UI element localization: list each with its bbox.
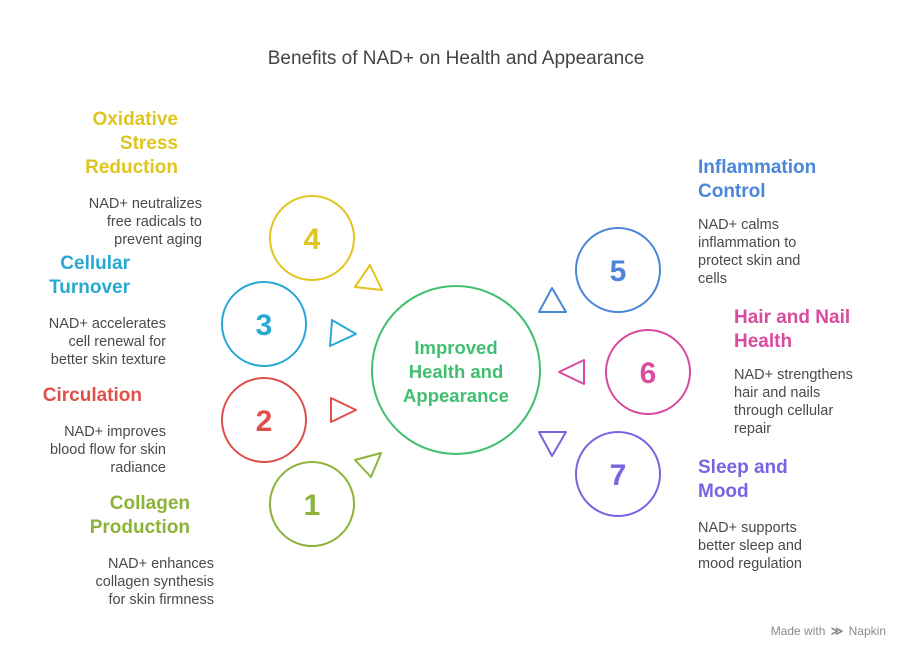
- diagram-title: Benefits of NAD+ on Health and Appearanc…: [267, 48, 645, 69]
- arrow-5: [538, 287, 567, 313]
- node-4: 4: [269, 195, 383, 291]
- node-number-5: 5: [610, 255, 627, 288]
- center-label-line-2: Health and: [408, 361, 504, 382]
- node-2-desc-line-1: NAD+ improves: [64, 424, 166, 440]
- node-circle-5: [575, 227, 661, 313]
- node-4-description: NAD+ neutralizes free radicals to preven…: [40, 195, 202, 249]
- node-6-desc-line-3: through cellular: [734, 403, 834, 419]
- node-circle-3: [221, 281, 307, 367]
- node-4-heading-line-3: Reduction: [85, 157, 178, 178]
- node-number-7: 7: [610, 459, 627, 492]
- node-5-desc-line-2: inflammation to: [698, 235, 797, 251]
- node-3-heading-line-2: Turnover: [49, 277, 130, 298]
- arrow-1: [354, 452, 382, 478]
- center-label-line-1: Improved: [414, 337, 498, 358]
- node-4-heading-line-1: Oxidative: [92, 109, 178, 130]
- node-number-3: 3: [256, 309, 273, 342]
- node-2-desc-line-2: blood flow for skin: [49, 442, 166, 458]
- node-7-heading-line-2: Mood: [698, 481, 749, 502]
- node-2-description: NAD+ improves blood flow for skin radian…: [20, 423, 166, 477]
- center-label: Improved Health and Appearance: [386, 336, 526, 408]
- node-6-heading: Hair and Nail Health: [734, 306, 894, 354]
- node-6-desc-line-2: hair and nails: [734, 385, 821, 401]
- node-1-description: NAD+ enhances collagen synthesis for ski…: [40, 555, 215, 609]
- node-6-description: NAD+ strengthens hair and nails through …: [734, 366, 894, 438]
- node-5-desc-line-3: protect skin and: [698, 253, 801, 269]
- arrow-3: [329, 319, 357, 347]
- node-5-description: NAD+ calms inflammation to protect skin …: [698, 216, 878, 288]
- node-number-1: 1: [304, 489, 321, 522]
- napkin-brand-label: Napkin: [848, 624, 886, 638]
- node-5-desc-line-4: cells: [698, 271, 728, 287]
- node-number-2: 2: [256, 405, 273, 438]
- node-circle-1: [269, 461, 355, 547]
- node-4-desc-line-1: NAD+ neutralizes: [88, 196, 202, 212]
- node-2: 2: [221, 377, 357, 463]
- node-number-6: 6: [640, 357, 657, 390]
- node-5-heading: Inflammation Control: [698, 156, 878, 204]
- node-5-heading-line-2: Control: [698, 181, 766, 202]
- node-1: 1: [269, 452, 382, 547]
- node-circle-2: [221, 377, 307, 463]
- node-6-heading-line-1: Hair and Nail: [734, 307, 851, 328]
- napkin-logo-icon: ≫: [830, 624, 844, 638]
- node-1-desc-line-3: for skin firmness: [108, 592, 214, 608]
- node-circle-7: [575, 431, 661, 517]
- node-circle-6: [605, 329, 691, 415]
- node-number-4: 4: [304, 223, 321, 256]
- node-7-heading-line-1: Sleep and: [698, 457, 788, 478]
- node-6: 6: [558, 329, 691, 415]
- node-3-desc-line-3: better skin texture: [50, 352, 166, 368]
- node-4-desc-line-3: prevent aging: [114, 232, 202, 248]
- node-7-heading: Sleep and Mood: [698, 456, 878, 504]
- node-1-desc-line-2: collagen synthesis: [95, 574, 215, 590]
- node-2-heading-line-1: Circulation: [42, 385, 142, 406]
- node-5-heading-line-1: Inflammation: [698, 157, 817, 178]
- node-3-desc-line-2: cell renewal for: [68, 334, 166, 350]
- node-6-heading-line-2: Health: [734, 331, 793, 352]
- arrow-6: [558, 359, 585, 385]
- node-6-desc-line-1: NAD+ strengthens: [734, 367, 853, 383]
- node-1-heading-line-1: Collagen: [109, 493, 190, 514]
- node-1-desc-line-1: NAD+ enhances: [108, 556, 214, 572]
- node-7-desc-line-3: mood regulation: [698, 556, 802, 572]
- napkin-attribution[interactable]: Made with ≫ Napkin: [771, 624, 886, 638]
- arrow-4: [354, 264, 383, 291]
- made-with-label: Made with: [770, 624, 826, 638]
- node-1-heading: Collagen Production: [40, 492, 190, 540]
- arrow-7: [538, 431, 567, 457]
- center-circle: [371, 285, 541, 455]
- node-3-heading-line-1: Cellular: [60, 253, 130, 274]
- node-5-desc-line-1: NAD+ calms: [698, 217, 779, 233]
- node-circle-4: [269, 195, 355, 281]
- node-6-desc-line-4: repair: [734, 421, 772, 437]
- node-3-description: NAD+ accelerates cell renewal for better…: [20, 315, 166, 369]
- node-7: 7: [538, 431, 661, 517]
- node-1-heading-line-2: Production: [89, 517, 190, 538]
- arrow-2: [330, 397, 357, 423]
- node-7-desc-line-1: NAD+ supports: [698, 520, 797, 536]
- center-label-line-3: Appearance: [403, 385, 509, 406]
- node-2-heading: Circulation: [20, 384, 142, 408]
- node-7-desc-line-2: better sleep and: [698, 538, 802, 554]
- node-3: 3: [221, 281, 357, 367]
- node-4-heading: Oxidative Stress Reduction: [40, 108, 178, 180]
- node-5: 5: [538, 227, 661, 313]
- node-4-desc-line-2: free radicals to: [106, 214, 202, 230]
- node-7-description: NAD+ supports better sleep and mood regu…: [698, 519, 878, 573]
- node-2-desc-line-3: radiance: [110, 460, 166, 476]
- node-4-heading-line-2: Stress: [119, 133, 178, 154]
- node-3-heading: Cellular Turnover: [20, 252, 130, 300]
- node-3-desc-line-1: NAD+ accelerates: [48, 316, 166, 332]
